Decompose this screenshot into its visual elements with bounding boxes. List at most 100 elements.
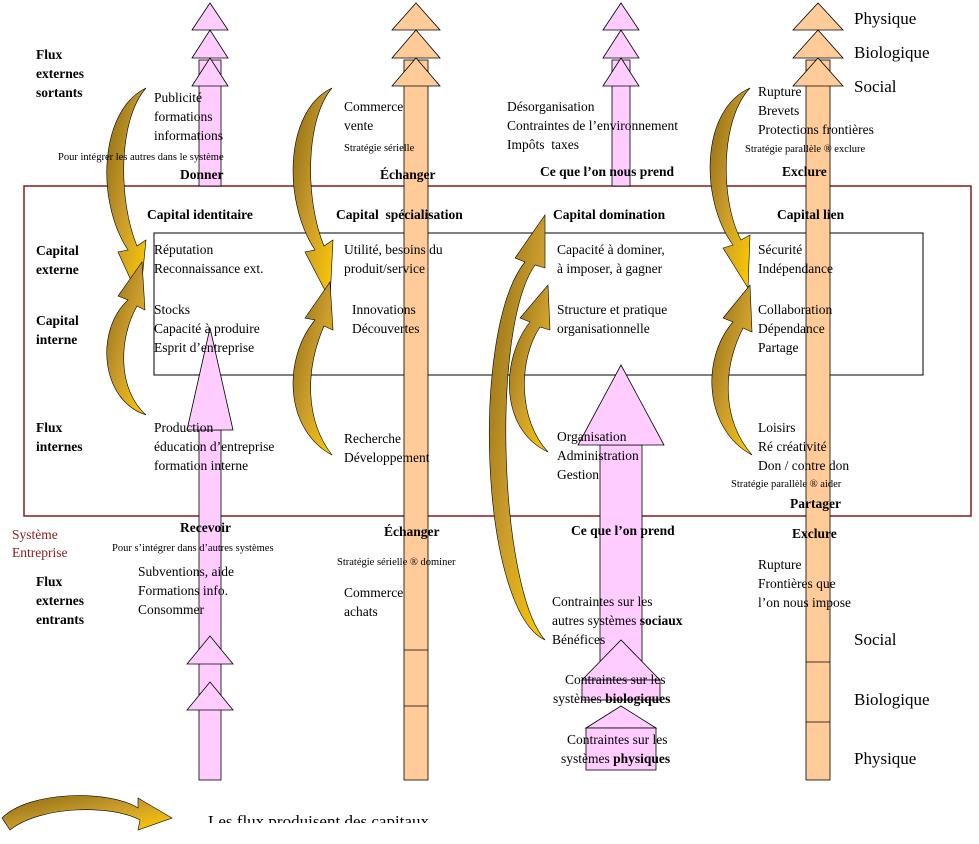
col3-phys-2: systèmes physiques <box>561 749 670 768</box>
col4-out-1: Rupture <box>758 84 802 99</box>
col4-curved-arrows <box>709 87 753 456</box>
left-internal-2: internes <box>36 439 83 454</box>
col1-out-3: informations <box>154 128 223 143</box>
col1-out-2: formations <box>154 109 213 124</box>
legend-text: Les flux produisent des capitaux <box>208 812 429 823</box>
col3-capital: Capital domination <box>553 207 666 222</box>
left-out-3: sortants <box>36 85 83 100</box>
col1-verb-in: Recevoir <box>180 520 231 535</box>
col4-in-2: Frontières que <box>758 576 836 591</box>
left-system-1: Système <box>12 527 58 542</box>
col4-flow-arrow <box>792 2 844 781</box>
col4-ext-1: Sécurité <box>758 242 803 257</box>
col4-verb-out: Exclure <box>782 164 827 179</box>
col1-ext-1: Réputation <box>154 242 214 257</box>
col2-ext-1: Utilité, besoins du <box>344 242 443 257</box>
col2-out-2: vente <box>344 118 374 133</box>
col3-out-3: Impôts taxes <box>507 137 579 152</box>
layer-bottom-biologique: Biologique <box>854 690 930 709</box>
col1-int-2: Capacité à produire <box>154 321 260 336</box>
col3-curved-arrows <box>489 214 551 641</box>
col1-internal-2: éducation d’entreprise <box>154 439 275 454</box>
col3-in-arrows <box>577 364 665 771</box>
left-out-1: Flux <box>36 47 63 62</box>
left-capint-1: Capital <box>36 313 79 328</box>
left-capext-1: Capital <box>36 243 79 258</box>
col1-ext-2: Reconnaissance ext. <box>154 261 264 276</box>
col4-out-3: Protections frontières <box>758 122 874 137</box>
col1-internal-3: formation interne <box>154 458 249 473</box>
col2-verb-in: Échanger <box>384 524 440 539</box>
col3-ext-1: Capacité à dominer, <box>557 242 665 257</box>
col4-internal-1: Loisirs <box>758 420 796 435</box>
layer-top-social: Social <box>854 77 897 96</box>
col4-verb-in: Exclure <box>792 526 837 541</box>
legend-arrow <box>1 795 173 831</box>
col2-internal-1: Recherche <box>344 431 401 446</box>
col1-int-1: Stocks <box>154 302 191 317</box>
legend-clip: Les flux produisent des capitaux <box>0 808 979 823</box>
col4-capital: Capital lien <box>777 207 845 222</box>
col2-strategy-in: Stratégie sérielle ® dominer <box>337 557 456 568</box>
col4-internal-3: Don / contre don <box>758 458 850 473</box>
col3-bio-2-text: systèmes <box>553 691 602 706</box>
layer-bottom-physique: Physique <box>854 749 917 768</box>
left-in-2: externes <box>36 593 84 608</box>
left-in-1: Flux <box>36 574 63 589</box>
col4-in-1: Rupture <box>758 557 802 572</box>
col3-bio-2: systèmes biologiques <box>553 689 670 708</box>
col3-phys-1: Contraintes sur les <box>567 732 668 747</box>
col2-flow-arrow <box>391 2 441 781</box>
col4-verb-int: Partager <box>790 496 841 511</box>
col4-internal-2: Ré créativité <box>758 439 827 454</box>
col1-in-1: Subventions, aide <box>138 564 234 579</box>
left-capext-2: externe <box>36 262 79 277</box>
col2-verb-out: Échanger <box>380 167 436 182</box>
col3-bio-1: Contraintes sur les <box>565 672 666 687</box>
left-capint-2: interne <box>36 332 78 347</box>
col1-strategy-out: Pour intégrer les autres dans le système <box>58 152 224 163</box>
col2-out-1: Commerce <box>344 99 404 114</box>
col3-internal-3: Gestion <box>557 467 599 482</box>
col2-in-2: achats <box>344 604 378 619</box>
col3-out-1: Désorganisation <box>507 99 595 114</box>
col1-capital: Capital identitaire <box>147 207 253 222</box>
col1-strategy-in: Pour s’intégrer dans d’autres systèmes <box>112 543 274 554</box>
col2-int-2: Découvertes <box>352 321 420 336</box>
col3-social-3: Bénéfices <box>552 632 606 647</box>
col3-bio-2-bold: biologiques <box>605 691 671 706</box>
col3-social-2-text: autres systèmes <box>552 613 637 628</box>
col3-int-2: organisationnelle <box>557 321 650 336</box>
col2-ext-2: produit/service <box>344 261 425 276</box>
col1-in-arrow <box>186 327 234 781</box>
col2-internal-2: Développement <box>344 450 430 465</box>
left-in-3: entrants <box>36 612 84 627</box>
layer-bottom-social: Social <box>854 630 897 649</box>
col4-ext-2: Indépendance <box>758 261 833 276</box>
col4-int-1: Collaboration <box>758 302 833 317</box>
col3-verb-in: Ce que l’on prend <box>571 523 675 538</box>
col3-social-2: autres systèmes sociaux <box>552 611 683 630</box>
col3-verb-out: Ce que l’on nous prend <box>540 164 675 179</box>
col2-curved-arrows <box>292 87 334 456</box>
col4-strategy-int: Stratégie parallèle ® aider <box>731 479 842 490</box>
col4-int-2: Dépendance <box>758 321 825 336</box>
col4-int-3: Partage <box>758 340 799 355</box>
col1-curved-arrows <box>106 87 147 416</box>
col3-out-arrow <box>602 2 640 187</box>
col4-strategy-out: Stratégie parallèle ® exclure <box>745 144 866 155</box>
col1-in-3: Consommer <box>138 602 204 617</box>
col2-int-1: Innovations <box>352 302 416 317</box>
col3-internal-2: Administration <box>557 448 639 463</box>
col2-strategy-out: Stratégie sérielle <box>344 143 415 154</box>
left-system-2: Entreprise <box>12 545 68 560</box>
col1-internal-1: Production <box>154 420 214 435</box>
col3-internal-1: Organisation <box>557 429 627 444</box>
col4-in-3: l’on nous impose <box>758 595 851 610</box>
col3-social-2-bold: sociaux <box>639 613 683 628</box>
col1-out-arrow <box>191 2 229 187</box>
col3-social-1: Contraintes sur les <box>552 594 653 609</box>
left-internal-1: Flux <box>36 420 63 435</box>
left-out-2: externes <box>36 66 84 81</box>
col4-out-2: Brevets <box>758 103 800 118</box>
